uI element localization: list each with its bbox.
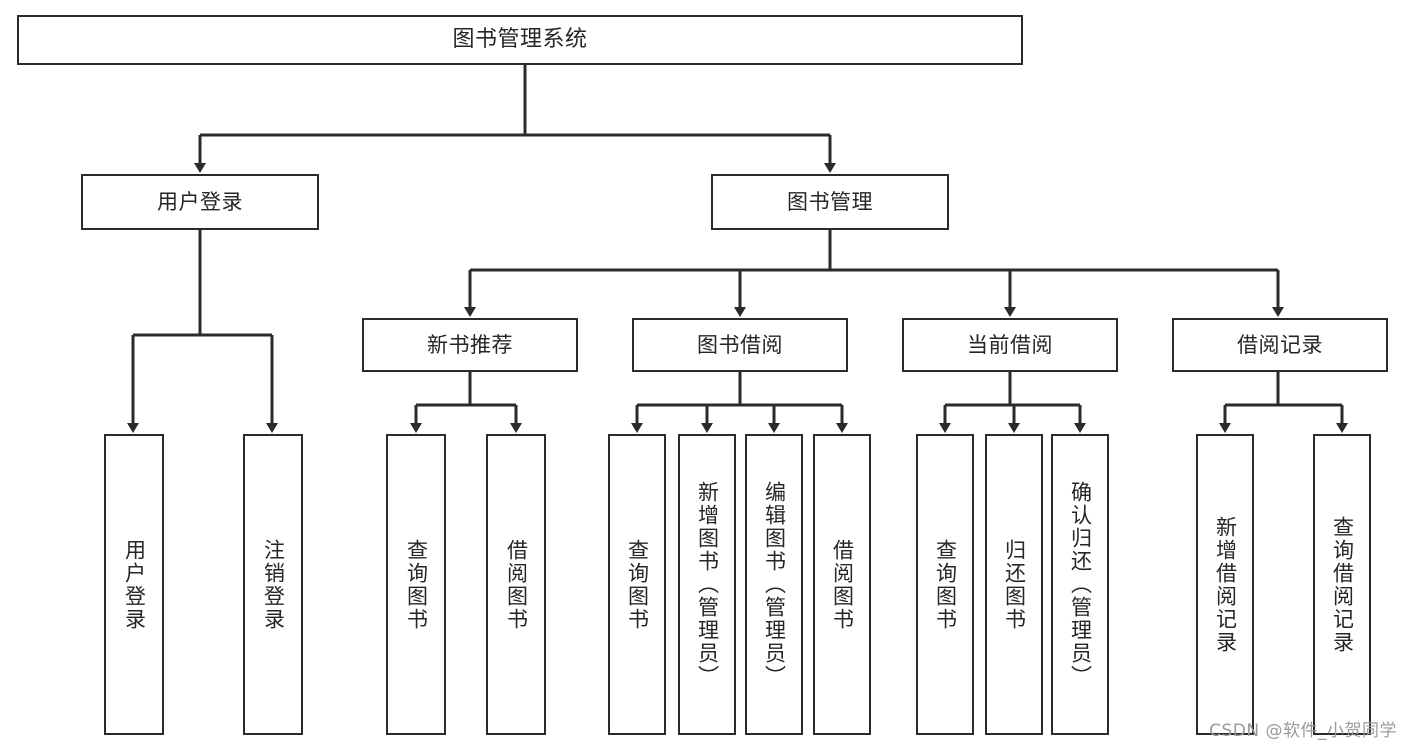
leaf-node-label: 确认归还（管理员） — [1068, 481, 1093, 688]
leaf-node-label: 查询图书 — [625, 538, 650, 631]
leaf-node[interactable]: 借阅图书 — [813, 434, 871, 735]
leaf-node[interactable]: 确认归还（管理员） — [1051, 434, 1109, 735]
leaf-node-label: 新增图书（管理员） — [695, 481, 720, 688]
leaf-node-label: 借阅图书 — [504, 538, 529, 631]
node-user-login[interactable]: 用户登录 — [81, 174, 319, 230]
leaf-node[interactable]: 借阅图书 — [486, 434, 546, 735]
leaf-node-label: 查询图书 — [933, 538, 958, 631]
leaf-node[interactable]: 新增图书（管理员） — [678, 434, 736, 735]
leaf-node[interactable]: 查询图书 — [916, 434, 974, 735]
watermark-text: CSDN @软件_小贺同学 — [1209, 721, 1397, 741]
node-book-management-label: 图书管理 — [787, 189, 873, 214]
leaf-node[interactable]: 编辑图书（管理员） — [745, 434, 803, 735]
leaf-node[interactable]: 查询图书 — [608, 434, 666, 735]
node-book-management[interactable]: 图书管理 — [711, 174, 949, 230]
node-new-book-recommend[interactable]: 新书推荐 — [362, 318, 578, 372]
leaf-node-label: 注销登录 — [261, 538, 286, 631]
node-user-login-label: 用户登录 — [157, 189, 243, 214]
leaf-node-label: 用户登录 — [122, 538, 147, 631]
node-current-borrow[interactable]: 当前借阅 — [902, 318, 1118, 372]
leaf-node[interactable]: 用户登录 — [104, 434, 164, 735]
leaf-node-label: 查询图书 — [404, 538, 429, 631]
leaf-node-label: 借阅图书 — [830, 538, 855, 631]
leaf-node-label: 查询借阅记录 — [1330, 515, 1355, 654]
leaf-node[interactable]: 查询图书 — [386, 434, 446, 735]
node-borrow-records[interactable]: 借阅记录 — [1172, 318, 1388, 372]
leaf-node[interactable]: 注销登录 — [243, 434, 303, 735]
leaf-node-label: 编辑图书（管理员） — [762, 481, 787, 688]
node-book-borrow[interactable]: 图书借阅 — [632, 318, 848, 372]
node-book-borrow-label: 图书借阅 — [697, 332, 783, 357]
leaf-node-label: 新增借阅记录 — [1213, 515, 1238, 654]
leaf-node[interactable]: 新增借阅记录 — [1196, 434, 1254, 735]
leaf-node[interactable]: 归还图书 — [985, 434, 1043, 735]
node-root[interactable]: 图书管理系统 — [17, 15, 1023, 65]
node-borrow-records-label: 借阅记录 — [1237, 332, 1323, 357]
node-current-borrow-label: 当前借阅 — [967, 332, 1053, 357]
leaf-node-label: 归还图书 — [1002, 538, 1027, 631]
node-new-book-recommend-label: 新书推荐 — [427, 332, 513, 357]
leaf-node[interactable]: 查询借阅记录 — [1313, 434, 1371, 735]
node-root-label: 图书管理系统 — [452, 27, 588, 53]
